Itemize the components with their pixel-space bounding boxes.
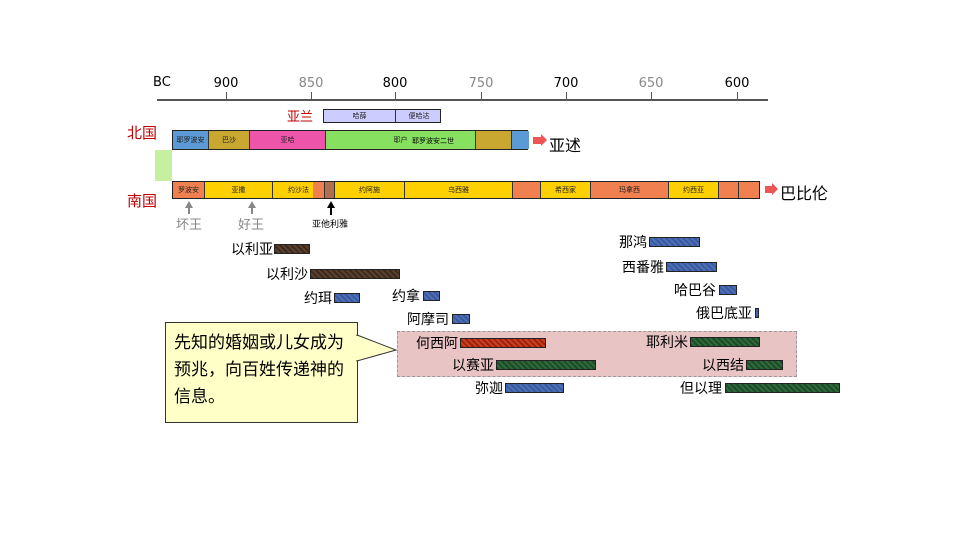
south-king: 玛拿西 bbox=[591, 182, 669, 198]
prophet-ministry-bar bbox=[452, 314, 470, 324]
prophet-label: 俄巴底亚 bbox=[696, 306, 752, 322]
axis-tick bbox=[651, 92, 652, 100]
aram-king: 便哈达 bbox=[408, 112, 430, 120]
good-king-label: 好王 bbox=[238, 218, 265, 233]
south-bar: 罗波安 亚撒 约沙法 约阿施 乌西雅 希西家 玛拿西 约西亚 bbox=[172, 181, 760, 199]
bad-king-label: 坏王 bbox=[176, 218, 203, 233]
arrow-head-icon bbox=[772, 183, 778, 195]
prophet-label: 约拿 bbox=[392, 289, 420, 305]
prophet-label: 以西结 bbox=[702, 358, 744, 374]
callout-text: 先知的婚姻或儿女成为预兆，向百姓传递神的信息。 bbox=[174, 333, 344, 407]
prophet-ministry-bar bbox=[423, 291, 440, 301]
arrow-head-icon bbox=[541, 134, 547, 146]
arrow-up-icon bbox=[185, 201, 193, 208]
axis-tick-label: 700 bbox=[553, 76, 579, 91]
north-bar: 耶罗波安 巴沙 亚哈 耶户 耶罗波安二世 bbox=[172, 130, 529, 150]
axis-tick bbox=[737, 92, 738, 100]
axis-tick bbox=[311, 92, 312, 100]
prophet-label: 以利亚 bbox=[231, 242, 273, 258]
axis-era-label: BC bbox=[153, 75, 171, 90]
arrow-stem bbox=[251, 207, 253, 214]
arrow-right-icon bbox=[533, 137, 541, 144]
south-king: 亚撒 bbox=[205, 182, 273, 198]
prophet-ministry-bar bbox=[690, 337, 760, 347]
aram-king: 哈薛 bbox=[324, 110, 396, 122]
south-king: 乌西雅 bbox=[405, 182, 513, 198]
prophet-ministry-bar bbox=[460, 338, 546, 348]
south-label: 南国 bbox=[127, 192, 158, 210]
north-king bbox=[512, 131, 529, 149]
axis-tick bbox=[481, 92, 482, 100]
callout-pointer bbox=[356, 334, 398, 362]
prophet-ministry-bar bbox=[496, 360, 596, 370]
north-end-label: 亚述 bbox=[549, 136, 582, 155]
arrow-up-icon bbox=[248, 201, 256, 208]
prophet-ministry-bar bbox=[746, 360, 783, 370]
callout-box: 先知的婚姻或儿女成为预兆，向百姓传递神的信息。 bbox=[165, 322, 358, 423]
south-king bbox=[313, 182, 325, 198]
axis-tick-label: 850 bbox=[298, 76, 324, 91]
divided-marker bbox=[155, 150, 172, 181]
axis-tick bbox=[566, 92, 567, 100]
prophet-ministry-bar bbox=[666, 262, 717, 272]
prophet-ministry-bar bbox=[505, 383, 564, 393]
arrow-stem bbox=[188, 207, 190, 214]
prophet-label: 弥迦 bbox=[475, 381, 503, 397]
south-king bbox=[719, 182, 739, 198]
north-king: 耶罗波安二世 bbox=[412, 136, 454, 145]
south-king: 罗波安 bbox=[173, 182, 205, 198]
north-king bbox=[476, 131, 512, 149]
prophet-label: 西番雅 bbox=[622, 260, 664, 276]
prophet-ministry-bar bbox=[310, 269, 400, 279]
arrow-stem bbox=[330, 207, 332, 215]
north-king: 巴沙 bbox=[209, 131, 250, 149]
south-king bbox=[513, 182, 541, 198]
prophet-ministry-bar bbox=[725, 383, 840, 393]
prophet-label: 哈巴谷 bbox=[674, 283, 716, 299]
prophet-label: 何西阿 bbox=[416, 336, 458, 352]
south-king: 约西亚 bbox=[669, 182, 719, 198]
north-label: 北国 bbox=[127, 124, 158, 142]
athaliah-segment bbox=[325, 182, 335, 198]
prophet-ministry-bar bbox=[649, 237, 700, 247]
prophet-ministry-bar bbox=[719, 285, 737, 295]
prophet-label: 阿摩司 bbox=[407, 312, 449, 328]
south-king bbox=[739, 182, 759, 198]
prophet-ministry-bar bbox=[755, 308, 759, 318]
south-end-label: 巴比伦 bbox=[780, 184, 829, 203]
prophet-label: 以利沙 bbox=[266, 267, 308, 283]
athaliah-label: 亚他利雅 bbox=[312, 220, 349, 230]
prophet-label: 但以理 bbox=[680, 381, 722, 397]
axis-line bbox=[157, 99, 768, 101]
aram-bar: 哈薛 便哈达 bbox=[323, 109, 441, 123]
axis-tick-label: 650 bbox=[638, 76, 664, 91]
prophet-ministry-bar bbox=[274, 244, 310, 254]
prophet-label: 约珥 bbox=[304, 291, 332, 307]
prophet-label: 耶利米 bbox=[646, 335, 688, 351]
south-king: 希西家 bbox=[541, 182, 591, 198]
axis-tick-label: 900 bbox=[213, 76, 239, 91]
north-king: 亚哈 bbox=[250, 131, 326, 149]
prophet-label: 以赛亚 bbox=[452, 358, 494, 374]
axis-tick-label: 800 bbox=[382, 76, 408, 91]
north-king: 耶户 bbox=[326, 131, 476, 149]
prophet-label: 那鸿 bbox=[619, 235, 647, 251]
north-king: 耶罗波安 bbox=[173, 131, 209, 149]
axis-tick bbox=[226, 92, 227, 100]
south-king: 约阿施 bbox=[335, 182, 405, 198]
aram-label: 亚兰 bbox=[287, 110, 314, 125]
arrow-right-icon bbox=[765, 186, 772, 193]
axis-tick-label: 600 bbox=[724, 76, 750, 91]
axis-tick-label: 750 bbox=[468, 76, 494, 91]
prophet-ministry-bar bbox=[334, 293, 360, 303]
arrow-up-icon bbox=[327, 201, 335, 208]
axis-tick bbox=[395, 92, 396, 100]
